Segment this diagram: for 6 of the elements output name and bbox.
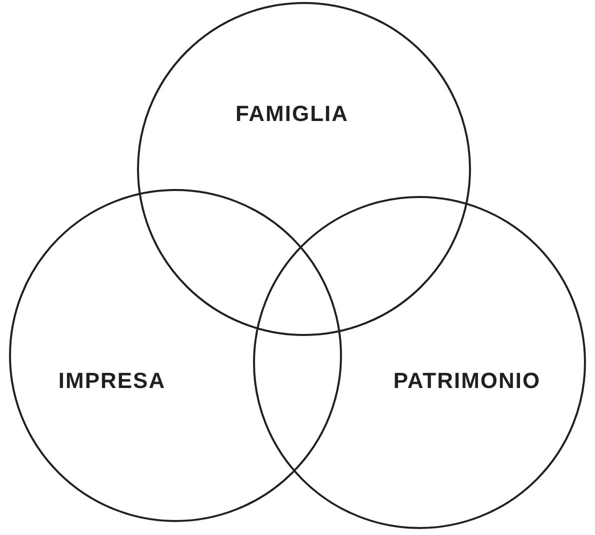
venn-circle xyxy=(8,188,342,522)
set-label: FAMIGLIA xyxy=(235,103,349,125)
set-label: PATRIMONIO xyxy=(393,370,541,392)
set-label: IMPRESA xyxy=(58,370,166,392)
venn-circle xyxy=(137,2,471,336)
venn-circle xyxy=(252,196,586,528)
